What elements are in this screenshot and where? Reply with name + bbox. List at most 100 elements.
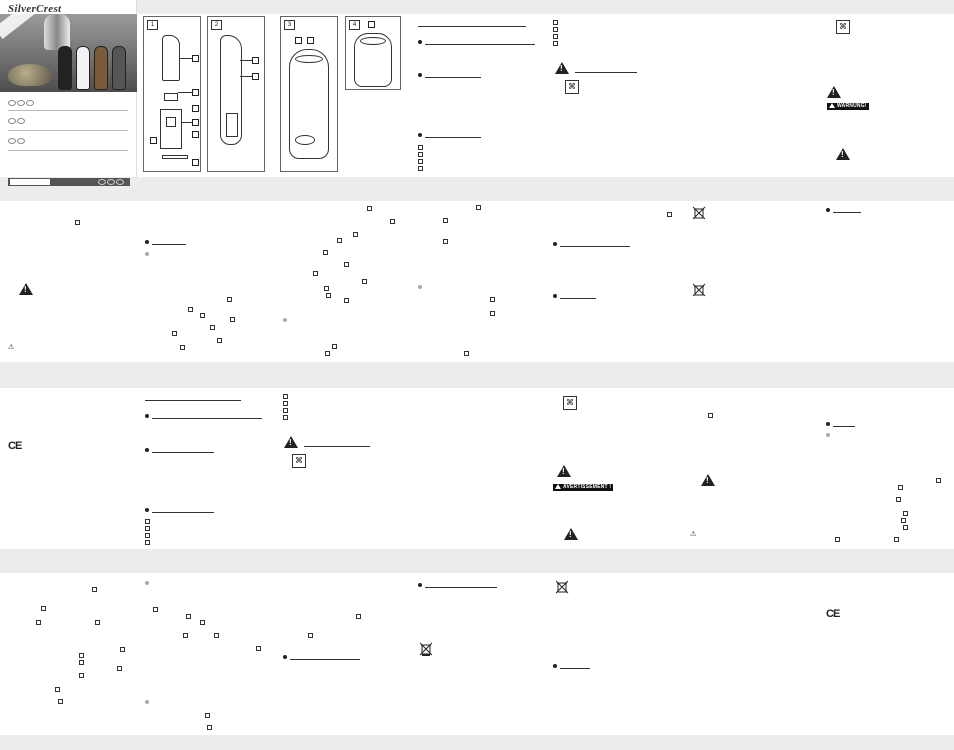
- callout-box: [252, 57, 259, 64]
- figure-panel-3: 3: [280, 16, 338, 172]
- glass-fork-icon: ⌘: [836, 20, 850, 34]
- callout-box: [252, 73, 259, 80]
- bullet-icon: [553, 294, 557, 298]
- bullet-icon: [418, 40, 422, 44]
- section-rule: [152, 418, 262, 419]
- reference-box: [120, 647, 125, 652]
- ce-mark: CE: [826, 608, 840, 620]
- reference-box: [898, 485, 903, 490]
- battery-disposal-icon: [419, 642, 433, 656]
- parts-number-box: [418, 152, 423, 157]
- reference-box: [308, 633, 313, 638]
- divider: [8, 110, 128, 111]
- section-rule: [152, 452, 214, 453]
- reference-box: [344, 298, 349, 303]
- reference-box: [117, 666, 122, 671]
- figure-number: 1: [147, 20, 158, 30]
- reference-box: [153, 607, 158, 612]
- parts-number-box: [418, 166, 423, 171]
- section-rule: [833, 212, 861, 213]
- separator-band: [0, 177, 954, 201]
- reference-box: [205, 713, 210, 718]
- reference-box: [214, 633, 219, 638]
- grinder-black-image: [58, 46, 72, 90]
- callout-box: [368, 21, 375, 28]
- reference-box: [79, 653, 84, 658]
- warning-label-fr: AVERTISSEMENT !: [553, 484, 614, 491]
- reference-box: [936, 478, 941, 483]
- lid-drawing: [164, 93, 178, 101]
- leader-line: [178, 92, 192, 93]
- section-rule: [152, 244, 186, 245]
- leader-line: [240, 76, 252, 77]
- reference-box: [313, 271, 318, 276]
- grinder-white-image: [76, 46, 90, 90]
- reference-box: [36, 620, 41, 625]
- reference-box: [217, 338, 222, 343]
- bullet-icon: [418, 133, 422, 137]
- section-rule: [425, 44, 535, 45]
- reference-box: [183, 633, 188, 638]
- reference-box: [227, 297, 232, 302]
- crossed-bin-icon: [692, 283, 706, 297]
- reference-box: [230, 317, 235, 322]
- reference-box: [490, 297, 495, 302]
- bullet-icon: [145, 508, 149, 512]
- warning-triangle-icon: [557, 465, 571, 477]
- callout-box: [295, 37, 302, 44]
- glass-fork-icon: ⌘: [565, 80, 579, 94]
- bullet-icon: [145, 448, 149, 452]
- stainless-grinder-image: [44, 14, 70, 50]
- step-dot: [283, 318, 287, 322]
- parts-number-box: [553, 20, 558, 25]
- reference-box: [186, 614, 191, 619]
- bullet-icon: [826, 422, 830, 426]
- parts-number-box: [283, 394, 288, 399]
- reference-box: [835, 537, 840, 542]
- warning-small-icon: ⚠: [8, 344, 15, 351]
- reference-box: [390, 219, 395, 224]
- bullet-icon: [826, 208, 830, 212]
- bullet-icon: [283, 655, 287, 659]
- language-flags-row: [8, 118, 26, 126]
- brand-logo: SilverCrest: [8, 3, 62, 15]
- parts-number-box: [145, 533, 150, 538]
- reference-box: [92, 587, 97, 592]
- parts-number-box: [553, 41, 558, 46]
- reference-box: [79, 673, 84, 678]
- bullet-icon: [418, 73, 422, 77]
- leader-line: [180, 58, 192, 59]
- grinder-top-ring-drawing: [295, 55, 323, 63]
- figure-number: 4: [349, 20, 360, 30]
- battery-warning-icon: [564, 528, 578, 540]
- battery-warning-icon: [701, 474, 715, 486]
- reference-box: [362, 279, 367, 284]
- step-dot: [418, 285, 422, 289]
- bullet-icon: [553, 242, 557, 246]
- reference-box: [326, 293, 331, 298]
- section-rule: [290, 659, 360, 660]
- food-bowl-image: [8, 64, 52, 86]
- reference-box: [353, 232, 358, 237]
- section-rule: [833, 426, 855, 427]
- figure-number: 2: [211, 20, 222, 30]
- grinder-top-drawing: [162, 35, 180, 81]
- step-dot: [145, 252, 149, 256]
- reference-box: [79, 660, 84, 665]
- reference-box: [367, 206, 372, 211]
- battery-warning-icon: [836, 148, 850, 160]
- divider: [8, 150, 128, 151]
- crossed-bin-icon: [692, 206, 706, 220]
- reference-box: [344, 262, 349, 267]
- section-rule: [560, 298, 596, 299]
- reference-box: [667, 212, 672, 217]
- reference-box: [476, 205, 481, 210]
- ian-field: [10, 179, 50, 185]
- grinder-base-drawing: [295, 135, 315, 145]
- language-flags-row: [8, 100, 35, 108]
- figure-panel-1: 1: [143, 16, 201, 172]
- grinder-brown-image: [94, 46, 108, 90]
- parts-number-box: [553, 34, 558, 39]
- product-photo: [0, 14, 137, 92]
